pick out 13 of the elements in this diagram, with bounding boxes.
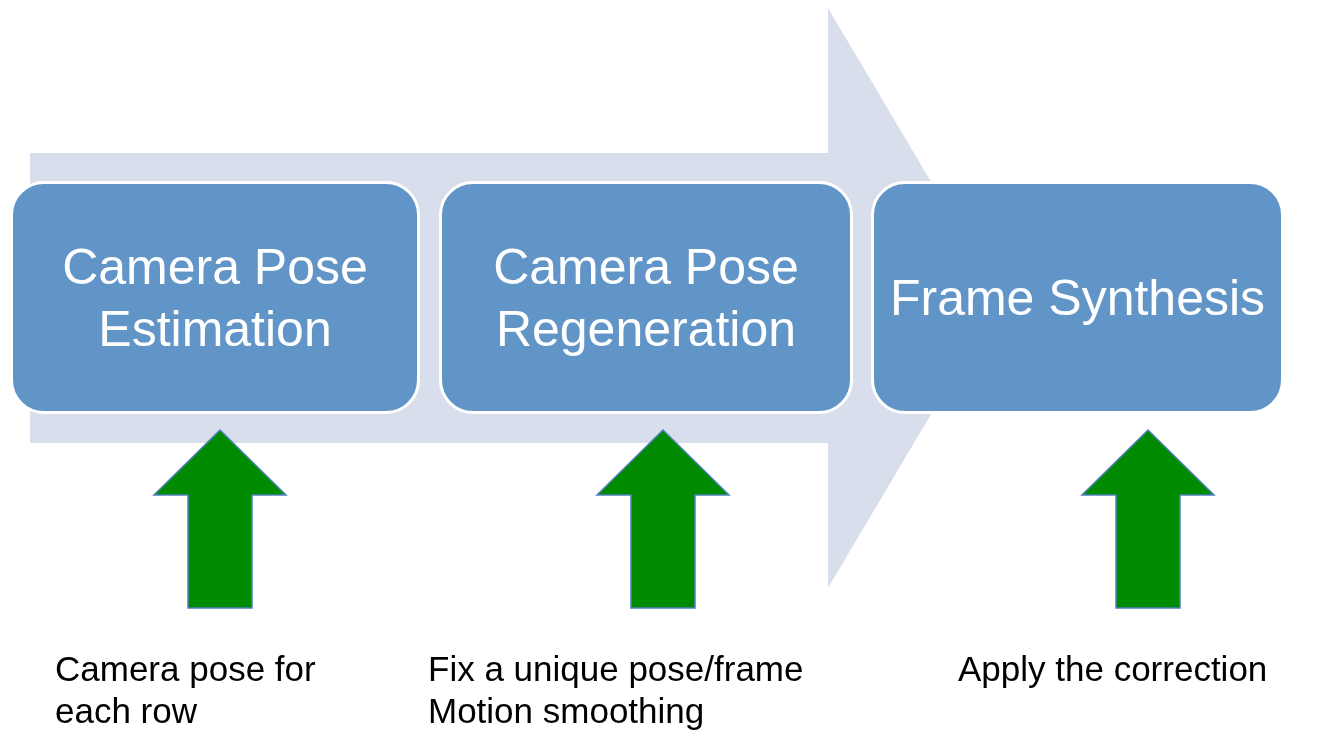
block-arrow [595,428,731,609]
step-note: Fix a unique pose/frame [428,648,805,690]
block-arrow [152,428,288,609]
step-note: Camera pose for each row [55,648,317,732]
step-title: Camera Pose Regeneration [492,237,800,359]
step-note: Apply the correction [958,648,1269,690]
process-box [871,181,1284,414]
step-title: Frame Synthesis [889,268,1266,328]
process-box [10,181,420,414]
process-box [439,181,853,414]
step-note: Motion smoothing [428,690,706,732]
block-arrow [1080,428,1216,609]
step-title: Camera Pose Estimation [61,237,369,359]
